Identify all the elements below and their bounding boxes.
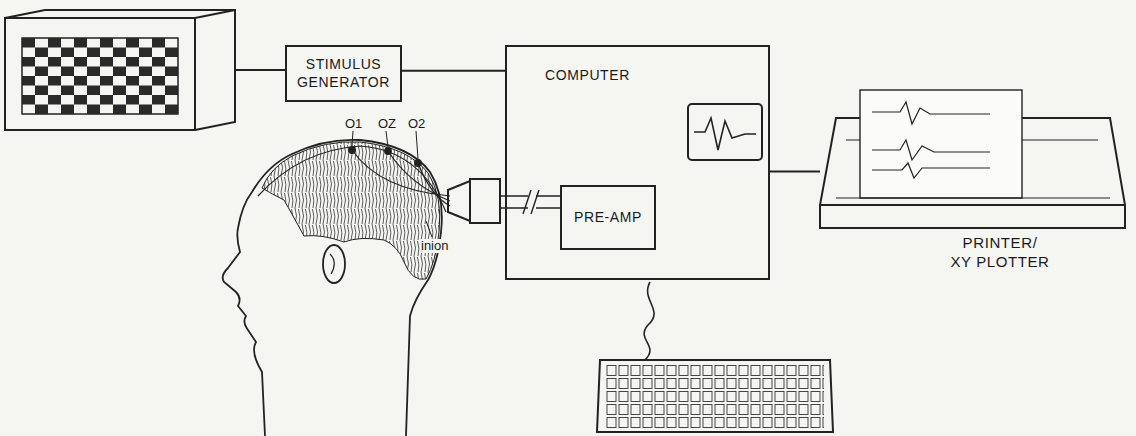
subject-head: [352, 150, 450, 206]
electrode-plug: [448, 179, 560, 223]
stimulus-monitor: [195, 10, 235, 18]
electrode-label: OZ: [377, 117, 397, 131]
stimulus-monitor: [5, 18, 195, 130]
monitor-cable: [235, 69, 285, 71]
printer-plotter-drawing: [872, 102, 990, 178]
stimulus-monitor: [22, 38, 178, 114]
computer-screen: [688, 104, 762, 160]
box-label: STIMULUS GENERATOR: [297, 56, 390, 91]
leader-line: [352, 131, 432, 237]
leader-line: [426, 221, 432, 237]
box-label: COMPUTER: [545, 67, 630, 85]
stimulus-monitor: [22, 38, 178, 114]
subject-head: [330, 254, 334, 274]
stimulus-monitor: [5, 10, 235, 130]
stimulus-generator-box: STIMULUS GENERATOR: [285, 45, 402, 102]
subject-head: [323, 245, 345, 283]
subject-head: [223, 140, 442, 436]
landmark-label: inion: [420, 239, 449, 253]
keyboard: [597, 360, 833, 432]
leader-line: [352, 131, 418, 159]
printer-plotter-drawing: [836, 197, 1110, 198]
electrode-label: O1: [344, 117, 363, 131]
printer-plotter: PRINTER/ XY PLOTTER: [820, 86, 1125, 276]
printer-plotter-drawing: [820, 204, 1125, 206]
stimulus-monitor: [5, 10, 235, 130]
electrode-plug: [448, 181, 470, 221]
connector-line: [402, 70, 505, 72]
electrode-label: O2: [407, 117, 426, 131]
computer-box: COMPUTER PRE-AMP: [505, 45, 770, 280]
printer-plotter-drawing: [820, 90, 1125, 228]
printer-plotter-drawing: [860, 90, 1022, 198]
computer-screen: [694, 118, 756, 150]
monitor-cable: [235, 69, 285, 71]
box-label: PRE-AMP: [574, 209, 642, 227]
keyboard: [597, 282, 833, 432]
electrode-plug: [500, 196, 560, 208]
subject-head: [262, 142, 440, 280]
preamp-box: PRE-AMP: [560, 185, 656, 250]
electrode-plug: [523, 190, 539, 214]
keyboard: [644, 282, 654, 360]
keyboard: [606, 364, 824, 429]
electrode-plug: [470, 179, 500, 223]
computer-screen: [688, 104, 762, 160]
connector-line: [770, 171, 820, 173]
box-label: PRINTER/ XY PLOTTER: [950, 234, 1049, 272]
subject-head: [223, 140, 450, 436]
